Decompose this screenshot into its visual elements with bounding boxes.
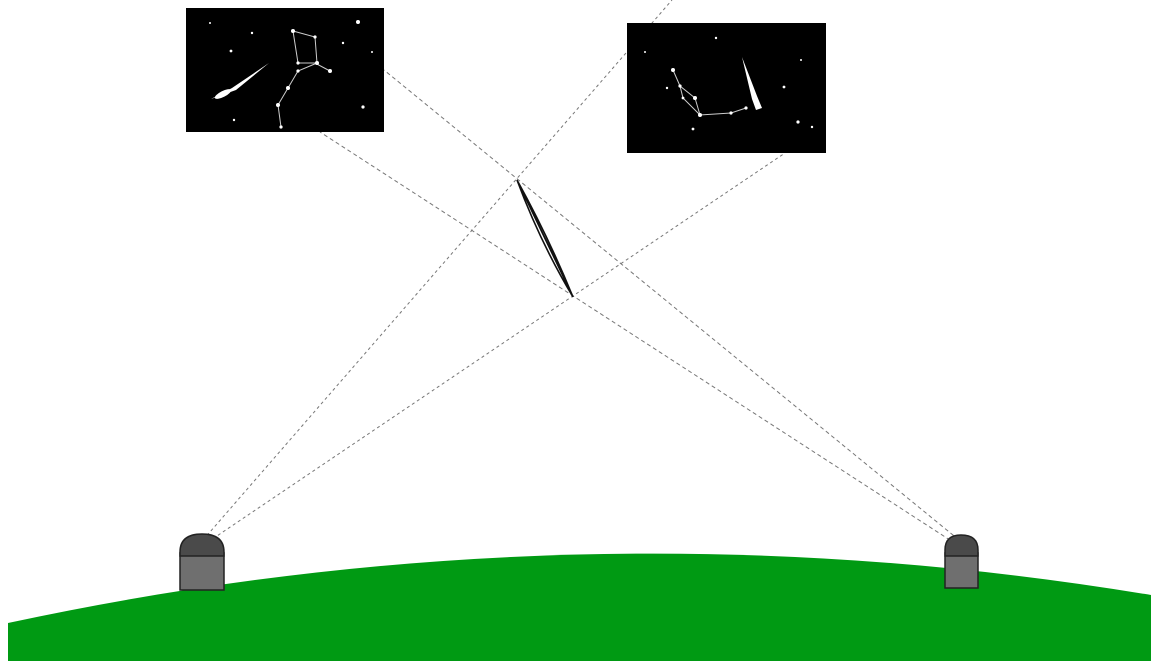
meteor-trail [517, 180, 573, 297]
left-station-photo [186, 8, 384, 132]
right-station-photo [627, 23, 826, 153]
sight-line-right-lower [320, 132, 956, 544]
left-camera-station [180, 534, 224, 590]
right-camera-station [945, 535, 978, 588]
sight-line-left-lower [208, 153, 785, 542]
